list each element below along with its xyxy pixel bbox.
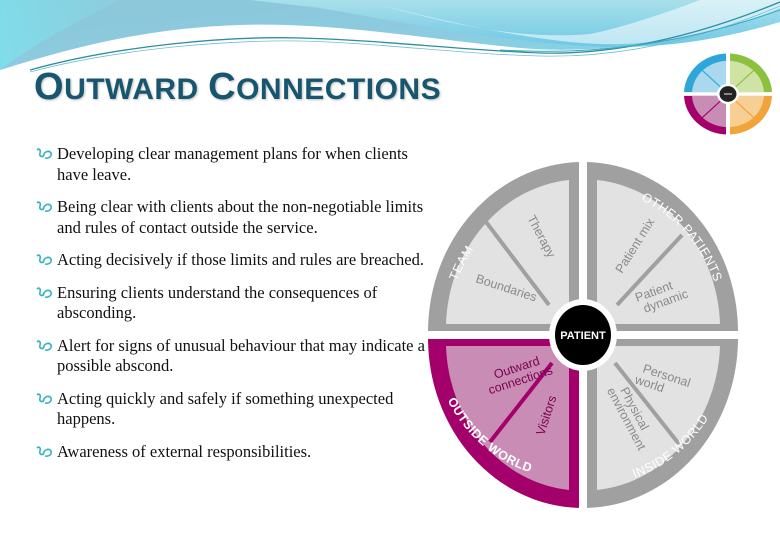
bullet-item: Acting quickly and safely if something u… [34,389,426,430]
bullet-list: Developing clear management plans for wh… [34,144,426,474]
curl-bullet-icon [36,286,52,298]
segment-outward-connections: Outward connections [483,351,555,397]
curl-bullet-icon [36,148,52,159]
bullet-item: Ensuring clients understand the conseque… [34,283,426,324]
quadrant-inside-world[interactable]: INSIDE WORLD Personal world Physical env… [587,339,738,508]
curl-bullet-icon [36,254,52,265]
bullet-item: Awareness of external responsibilities. [34,442,426,463]
bullet-item: Developing clear management plans for wh… [34,144,426,185]
bullet-item: Alert for signs of unusual behaviour tha… [34,336,426,377]
mini-wheel-logo [684,53,772,135]
center-circle[interactable] [555,305,611,365]
bullet-text: Alert for signs of unusual behaviour tha… [57,335,425,376]
header-wave-decoration [0,0,780,73]
bullet-text: Acting quickly and safely if something u… [57,388,394,429]
patient-wheel-diagram: TEAM Therapy Boundaries OTHER PATIENTS P… [428,162,738,508]
curl-bullet-icon [36,445,52,457]
title-initial-2: C [208,66,237,108]
title-rest-1: UTWARD [64,73,199,106]
title-rest-2: ONNECTIONS [236,73,442,106]
bullet-text: Awareness of external responsibilities. [57,441,312,461]
bullet-text: Being clear with clients about the non-n… [57,197,424,237]
curl-bullet-icon [36,392,52,404]
bullet-text: Acting decisively if those limits and ru… [57,250,425,269]
center-label: PATIENT [560,330,606,342]
quadrant-team[interactable]: TEAM Therapy Boundaries [428,162,579,331]
slide-title: OUTWARD CONNECTIONS [34,66,441,109]
bullet-text: Developing clear management plans for wh… [57,144,408,184]
bullet-item: Acting decisively if those limits and ru… [34,250,426,271]
quadrant-outside-world[interactable]: OUTSIDE WORLD Outward connections Visito… [428,339,579,508]
curl-bullet-icon [36,339,52,351]
bullet-item: Being clear with clients about the non-n… [34,197,426,238]
curl-bullet-icon [36,201,52,212]
quadrant-other-patients[interactable]: OTHER PATIENTS Patient mix Patient dynam… [587,162,738,331]
bullet-text: Ensuring clients understand the conseque… [57,282,378,323]
title-initial-1: O [34,66,65,108]
